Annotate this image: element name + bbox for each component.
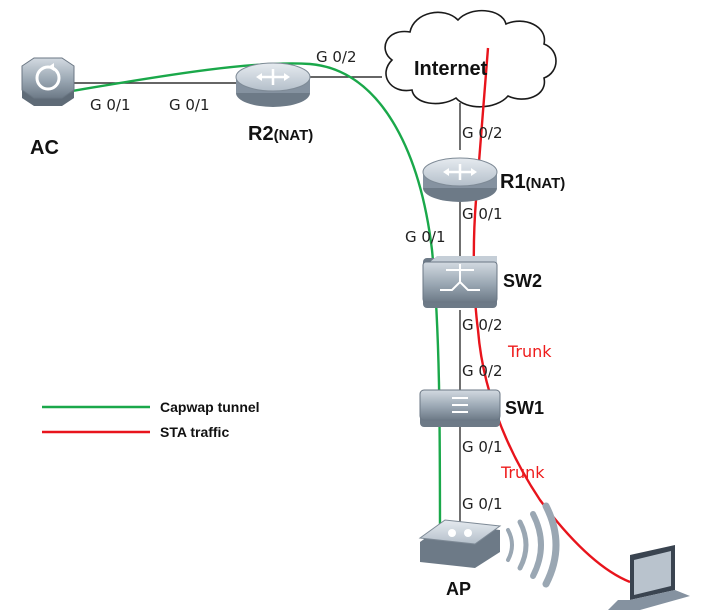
sw2-label: SW2 [503,271,543,291]
internet-cloud [384,9,557,108]
r1-label: R1(NAT) [500,172,565,192]
port-label-sw2-g01: G 0/1 [405,228,446,246]
sw2-switch-icon [422,256,498,308]
trunk-label-sw2-sw1: Trunk [508,342,552,361]
port-label-r2-g01: G 0/1 [169,96,210,114]
legend-sta-label: STA traffic [160,424,230,440]
sw1-switch-icon [419,389,501,427]
r2-name: R2 [248,123,274,145]
ap-label: AP [446,579,472,599]
r1-router-icon [422,157,498,202]
internet-label: Internet [414,58,488,80]
ac-device-icon [21,57,75,106]
legend-capwap-label: Capwap tunnel [160,399,260,415]
r1-name: R1 [500,171,526,193]
port-label-r1-g02: G 0/2 [462,124,503,142]
port-label-r2-g02: G 0/2 [316,48,357,66]
r2-router-icon [235,62,311,107]
cloud-shape [384,9,557,108]
port-label-sw1-g01: G 0/1 [462,438,503,456]
laptop-icon [608,545,690,610]
port-label-ac-g01: G 0/1 [90,96,131,114]
ap-device-icon [418,519,502,568]
r1-suffix: (NAT) [525,175,566,192]
trunk-label-sw1-ap: Trunk [501,463,545,482]
port-label-sw2-g02: G 0/2 [462,316,503,334]
physical-links [72,76,461,532]
r2-label: R2(NAT) [248,124,313,144]
ac-label: AC [30,137,59,159]
wireless-signal-icon [506,502,560,588]
sw1-label: SW1 [505,398,545,418]
port-label-sw1-g02: G 0/2 [462,362,503,380]
port-label-r1-g01: G 0/1 [462,205,503,223]
sta-traffic-line [472,47,631,584]
r2-suffix: (NAT) [273,127,314,144]
port-label-ap-g01: G 0/1 [462,495,503,513]
